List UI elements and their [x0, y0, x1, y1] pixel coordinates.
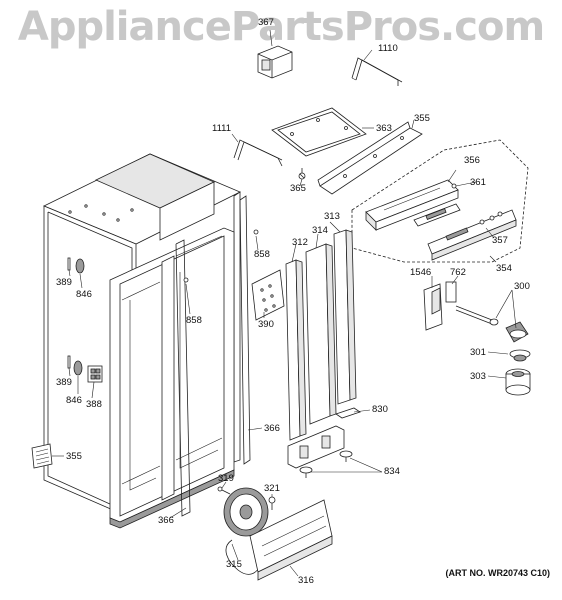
callout-390: 390 — [258, 319, 274, 330]
callout-1110: 1110 — [378, 43, 398, 54]
part-367-drawing — [257, 45, 293, 79]
part-858-drawing — [183, 229, 259, 283]
part-355-grille-drawing — [31, 443, 53, 469]
callout-366-b: 366 — [158, 515, 174, 526]
callout-365: 365 — [290, 183, 306, 194]
part-303-drawing — [505, 368, 531, 396]
part-846-lower-drawing — [67, 355, 103, 383]
callout-303: 303 — [470, 371, 486, 382]
callout-389-b: 389 — [56, 377, 72, 388]
part-1111-drawing — [233, 139, 283, 167]
callout-319: 319 — [218, 473, 234, 484]
callout-858-b: 858 — [186, 315, 202, 326]
part-316-drawing — [249, 499, 333, 581]
callout-762: 762 — [450, 267, 466, 278]
part-366-gasket-drawing — [175, 195, 251, 517]
leader-lines — [52, 29, 517, 577]
part-313-drawing — [333, 229, 357, 405]
callout-858-a: 858 — [254, 249, 270, 260]
assembly-354-outline — [351, 139, 529, 263]
callout-315: 315 — [226, 559, 242, 570]
callout-389-a: 389 — [56, 277, 72, 288]
callout-363: 363 — [376, 123, 392, 134]
callout-355-top: 355 — [414, 113, 430, 124]
callout-314: 314 — [312, 225, 328, 236]
part-315-drawing — [223, 487, 269, 575]
callout-313: 313 — [324, 211, 340, 222]
art-number: (ART NO. WR20743 C10) — [445, 568, 550, 578]
watermark: AppliancePartsPros.com — [17, 4, 545, 50]
part-846-upper-drawing — [67, 257, 85, 274]
callout-361: 361 — [470, 177, 486, 188]
callout-1111: 1111 — [212, 123, 232, 134]
callout-321: 321 — [264, 483, 280, 494]
part-301-drawing — [509, 349, 531, 362]
part-314-drawing — [305, 243, 337, 425]
callout-830: 830 — [372, 404, 388, 415]
callout-356: 356 — [464, 155, 480, 166]
part-356-drawing — [365, 179, 459, 231]
part-361-drawing — [413, 183, 461, 227]
part-363-drawing — [271, 107, 367, 157]
callout-1546: 1546 — [410, 267, 432, 278]
part-355-rail-drawing — [317, 121, 423, 195]
callout-357: 357 — [492, 235, 508, 246]
part-830-drawing — [287, 407, 361, 469]
part-365-drawing — [298, 168, 306, 180]
callout-301: 301 — [470, 347, 486, 358]
cabinet-drawing — [43, 153, 241, 529]
part-1110-drawing — [351, 57, 403, 86]
callout-388: 388 — [86, 399, 102, 410]
callout-834: 834 — [384, 466, 400, 477]
callout-355-side: 355 — [66, 451, 82, 462]
callout-366-a: 366 — [264, 423, 280, 434]
callout-846-a: 846 — [76, 289, 92, 300]
part-357-drawing — [427, 209, 517, 261]
callout-316: 316 — [298, 575, 314, 586]
part-300-drawing — [445, 281, 529, 343]
callout-846-b: 846 — [66, 395, 82, 406]
part-1546-drawing — [423, 283, 443, 331]
callout-367: 367 — [258, 17, 274, 28]
part-390-drawing — [251, 269, 285, 321]
part-312-drawing — [285, 259, 307, 441]
callout-354: 354 — [496, 263, 512, 274]
callout-312: 312 — [292, 237, 308, 248]
part-319-drawing — [217, 486, 231, 495]
part-834-drawing — [299, 450, 353, 478]
callout-300: 300 — [514, 281, 530, 292]
part-321-drawing — [268, 496, 276, 510]
